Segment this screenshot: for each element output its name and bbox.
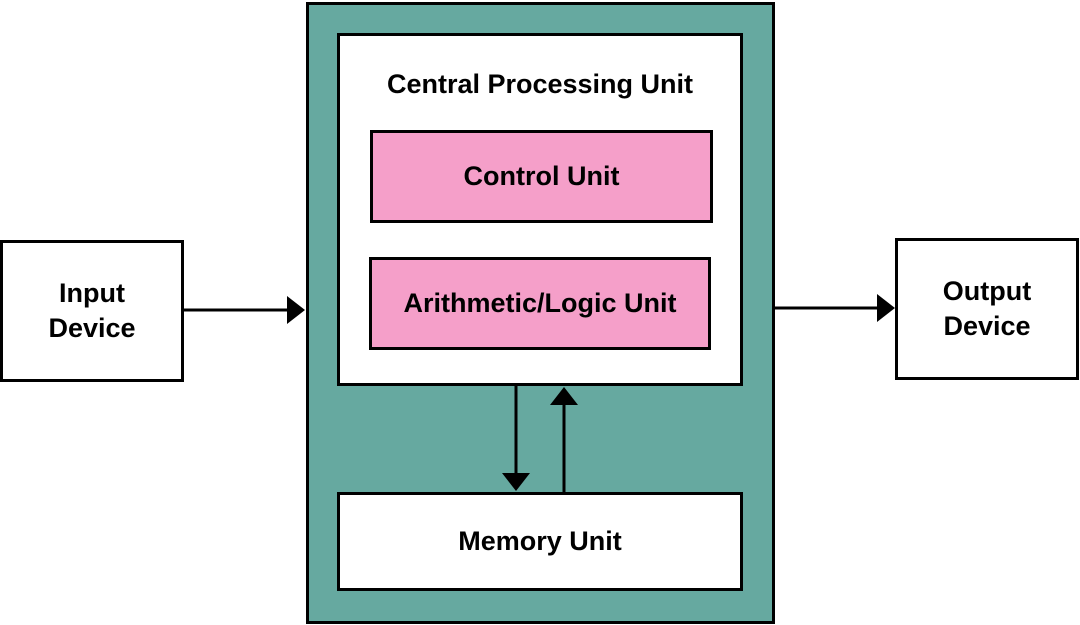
cpu-title: Central Processing Unit [386, 69, 694, 99]
arrow-cpu-to-output [775, 294, 895, 322]
output-device-box: Output Device [895, 238, 1079, 380]
input-device-box: Input Device [0, 240, 184, 382]
memory-unit-box: Memory Unit [337, 492, 743, 591]
control-unit-label: Control Unit [463, 161, 620, 191]
arithmetic-logic-unit-box: Arithmetic/Logic Unit [369, 257, 711, 350]
arrow-input-to-cpu [184, 296, 305, 324]
alu-label: Arithmetic/Logic Unit [403, 288, 677, 318]
control-unit-box: Control Unit [370, 130, 713, 223]
input-device-label: Input Device [48, 278, 136, 343]
output-device-label: Output Device [942, 276, 1032, 341]
memory-unit-label: Memory Unit [458, 526, 622, 556]
